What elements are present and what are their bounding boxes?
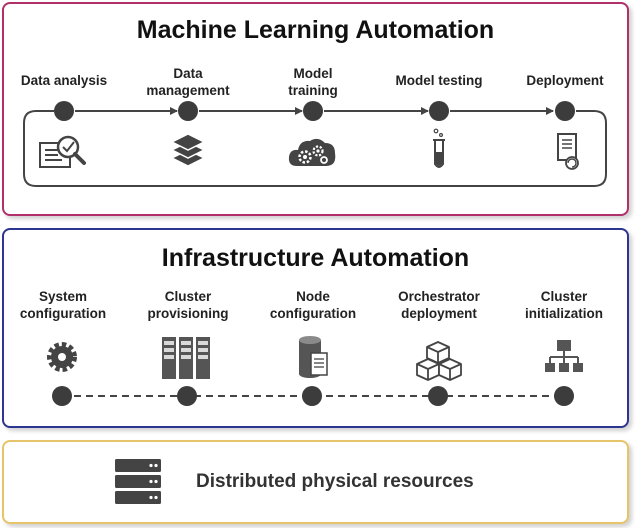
server-racks-icon bbox=[162, 337, 210, 379]
server-stack-icon bbox=[115, 459, 161, 504]
infra-node-cluster-provisioning bbox=[177, 386, 197, 406]
pipeline-diagram bbox=[23, 101, 607, 406]
ml-node-model-training bbox=[303, 101, 323, 121]
infra-node-system-configuration bbox=[52, 386, 72, 406]
ml-stage-label-data-analysis: Data analysis bbox=[20, 73, 108, 88]
layers-stack-icon bbox=[170, 133, 206, 167]
ml-automation-panel: Machine Learning Automation bbox=[2, 2, 629, 216]
cubes-icon bbox=[416, 341, 462, 381]
ml-node-data-management bbox=[178, 101, 198, 121]
infra-node-node-configuration bbox=[302, 386, 322, 406]
physical-resources-label: Distributed physical resources bbox=[196, 471, 474, 492]
database-document-icon bbox=[299, 336, 328, 378]
physical-resources-panel: Distributed physical resources bbox=[2, 440, 629, 524]
gear-icon bbox=[47, 342, 77, 372]
document-refresh-icon bbox=[557, 133, 579, 170]
ml-node-data-analysis bbox=[54, 101, 74, 121]
data-analysis-magnifier-icon bbox=[39, 135, 86, 168]
ml-stage-label-deployment: Deployment bbox=[526, 73, 604, 88]
infra-node-orchestrator-deployment bbox=[428, 386, 448, 406]
ml-node-deployment bbox=[555, 101, 575, 121]
network-hierarchy-icon bbox=[545, 340, 583, 372]
test-tube-icon bbox=[433, 128, 445, 168]
infra-node-cluster-initialization bbox=[554, 386, 574, 406]
ml-loop-connector bbox=[23, 110, 607, 187]
ml-node-model-testing bbox=[429, 101, 449, 121]
cloud-gears-icon bbox=[288, 138, 336, 166]
infrastructure-automation-title: Infrastructure Automation bbox=[161, 244, 470, 272]
ml-automation-title: Machine Learning Automation bbox=[136, 16, 495, 44]
ml-stage-label-model-testing: Model testing bbox=[395, 73, 483, 88]
